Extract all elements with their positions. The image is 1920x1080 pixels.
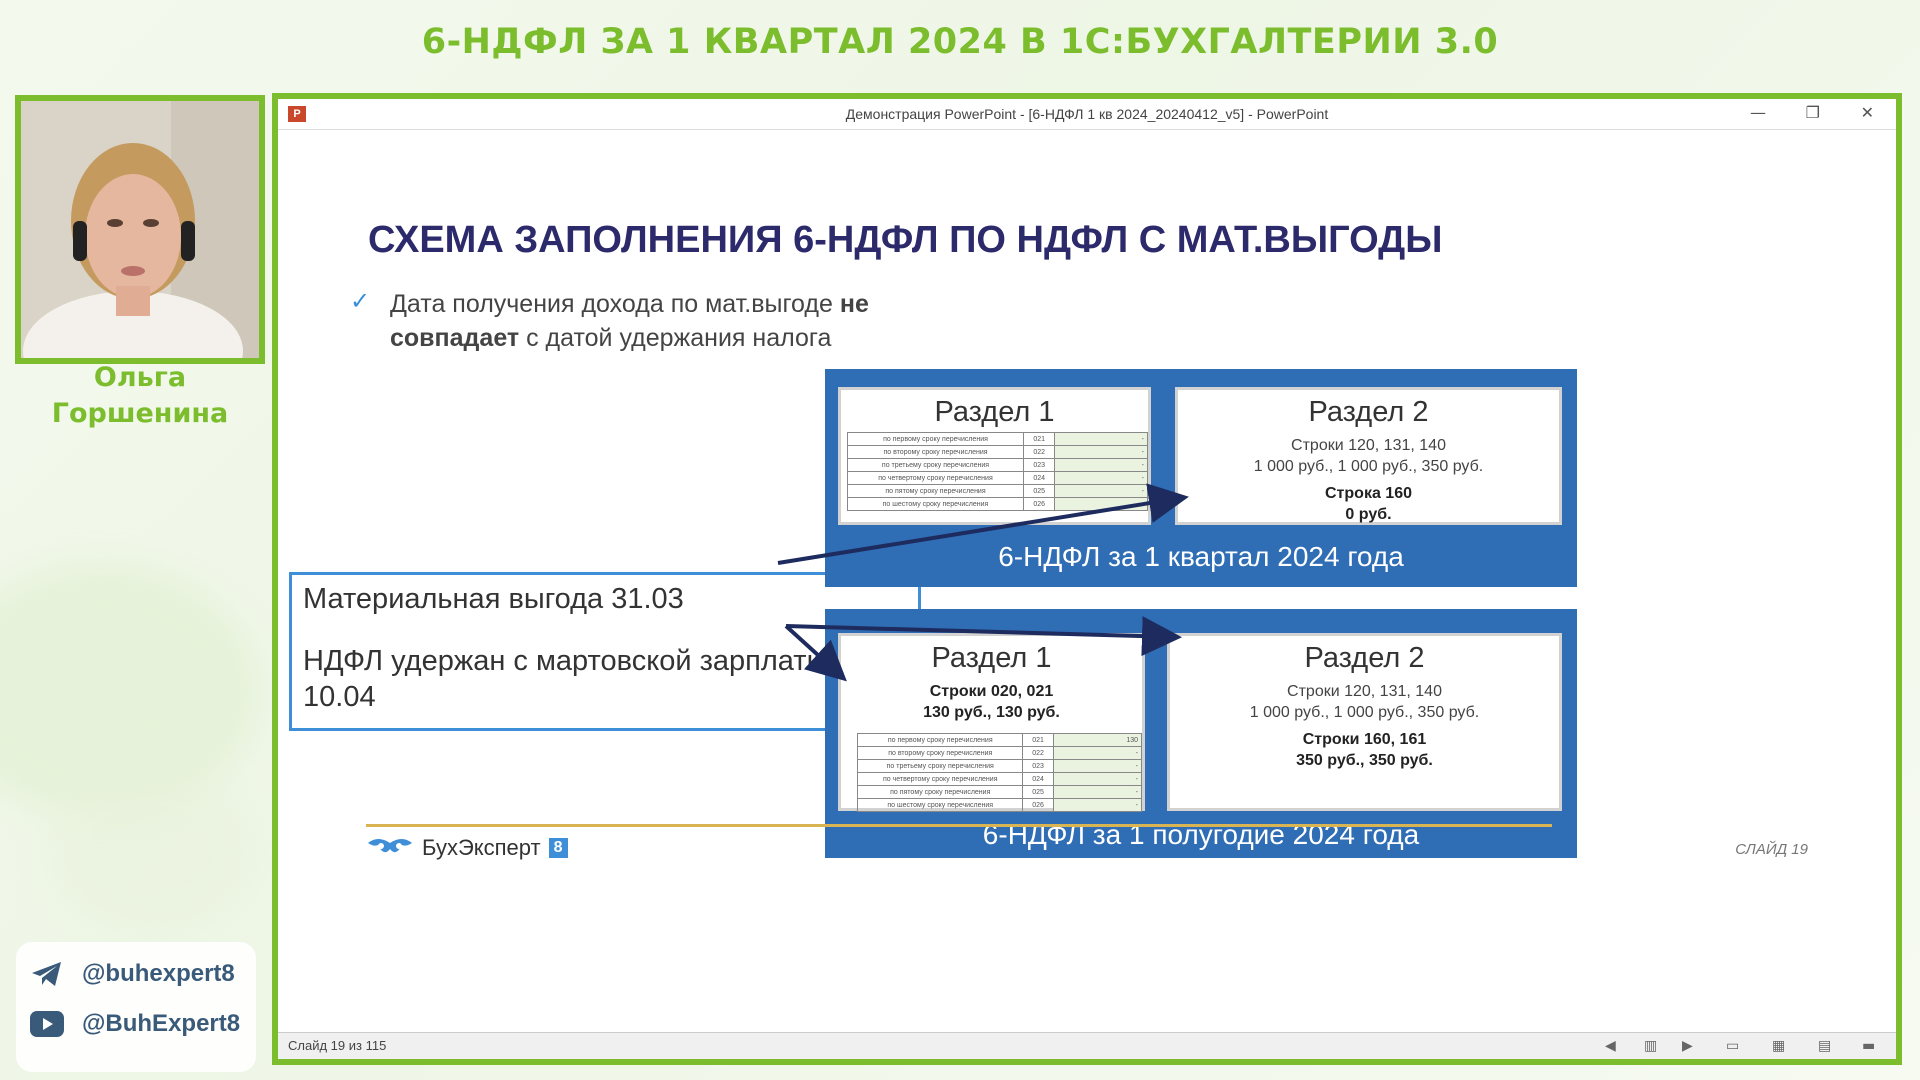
- event-line: Материальная выгода 31.03: [303, 583, 684, 615]
- arrow-to-quarter-section2: [777, 483, 1189, 565]
- slide-canvas: СХЕМА ЗАПОЛНЕНИЯ 6-НДФЛ ПО НДФЛ С МАТ.ВЫ…: [278, 129, 1896, 1039]
- presenter-webcam: [15, 95, 265, 364]
- event-box: Материальная выгода 31.03 НДФЛ удержан с…: [289, 572, 921, 731]
- slide-number: СЛАЙД 19: [1735, 841, 1808, 858]
- brand-name: БухЭксперт: [422, 835, 541, 860]
- footer-divider: [366, 824, 1552, 827]
- slide-menu-icon[interactable]: ▥: [1644, 1038, 1658, 1054]
- normal-view-icon[interactable]: ▭: [1726, 1038, 1740, 1054]
- table-cell: -: [1054, 432, 1148, 446]
- table-cell: -: [1052, 785, 1143, 799]
- presenter-video: [21, 101, 259, 358]
- table-cell: по шестому сроку перечисления: [846, 497, 1025, 511]
- powerpoint-app-icon: P: [288, 106, 306, 122]
- close-icon[interactable]: ✕: [1860, 103, 1874, 122]
- telegram-handle: @buhexpert8: [82, 960, 235, 987]
- section-line-bold: Строка 160: [1325, 485, 1412, 502]
- presenter-name: Ольга Горшенина: [15, 360, 265, 432]
- presenter-last-name: Горшенина: [51, 398, 229, 429]
- section-line-bold: 350 руб., 350 руб.: [1296, 752, 1433, 769]
- social-links: @buhexpert8 @BuhExpert8: [16, 942, 256, 1072]
- slide-title: СХЕМА ЗАПОЛНЕНИЯ 6-НДФЛ ПО НДФЛ С МАТ.ВЫ…: [368, 219, 1443, 261]
- event-line: НДФЛ удержан с мартовской зарплаты 10.04: [303, 645, 828, 713]
- section2-card: Раздел 2 Строки 120, 131, 140 1 000 руб.…: [1175, 387, 1562, 525]
- section-line-bold: 130 руб., 130 руб.: [923, 704, 1060, 721]
- table-cell: 026: [1023, 497, 1056, 511]
- next-slide-icon[interactable]: ▶: [1682, 1038, 1693, 1054]
- report-panel-halfyear: Раздел 1 Строки 020, 021 130 руб., 130 р…: [825, 609, 1577, 858]
- arrow-to-halfyear-section2: [785, 616, 1182, 657]
- brand-number: 8: [548, 838, 568, 858]
- owl-logo-icon: [368, 839, 412, 853]
- section-line-bold: Строки 020, 021: [929, 683, 1054, 700]
- window-title: Демонстрация PowerPoint - [6-НДФЛ 1 кв 2…: [845, 106, 1329, 122]
- panel-caption: 6-НДФЛ за 1 квартал 2024 года: [998, 541, 1404, 572]
- status-bar: Слайд 19 из 115 ◀ ▥ ▶ ▭ ▦ ▤ ▬: [278, 1032, 1896, 1059]
- section-heading: Раздел 1: [931, 642, 1052, 674]
- slideshow-icon[interactable]: ▬: [1862, 1038, 1876, 1054]
- section2-card: Раздел 2 Строки 120, 131, 140 1 000 руб.…: [1167, 633, 1562, 811]
- bullet-point: ✓ Дата получения дохода по мат.выгоде не…: [350, 287, 952, 355]
- bullet-text: Дата получения дохода по мат.выгоде не с…: [390, 287, 952, 355]
- section-line: Строки 120, 131, 140: [1287, 683, 1442, 700]
- powerpoint-window: P Демонстрация PowerPoint - [6-НДФЛ 1 кв…: [272, 93, 1902, 1065]
- youtube-handle: @BuhExpert8: [82, 1010, 241, 1037]
- section-heading: Раздел 1: [934, 396, 1055, 428]
- slide-counter: Слайд 19 из 115: [288, 1038, 387, 1053]
- section1-card: Раздел 1 Строки 020, 021 130 руб., 130 р…: [838, 633, 1145, 812]
- section-heading: Раздел 2: [1304, 642, 1425, 674]
- telegram-link[interactable]: @buhexpert8: [30, 960, 235, 988]
- bullet-text-part: Дата получения дохода по мат.выгоде: [390, 290, 840, 318]
- section-line: 1 000 руб., 1 000 руб., 350 руб.: [1253, 458, 1484, 475]
- section-line: 1 000 руб., 1 000 руб., 350 руб.: [1249, 704, 1480, 721]
- section-heading: Раздел 2: [1308, 396, 1429, 428]
- section-line: Строки 120, 131, 140: [1291, 437, 1446, 454]
- telegram-icon: [32, 962, 61, 986]
- youtube-icon: [30, 1011, 64, 1037]
- arrows-overlay: [777, 483, 1189, 682]
- section-line-bold: Строки 160, 161: [1302, 731, 1427, 748]
- arrow-to-halfyear-section1: [784, 624, 847, 682]
- prev-slide-icon[interactable]: ◀: [1605, 1038, 1616, 1054]
- minimize-icon[interactable]: —: [1750, 103, 1766, 122]
- table-cell: -: [1052, 772, 1143, 786]
- bullet-text-part: с датой удержания налога: [519, 324, 832, 352]
- page-title: 6-НДФЛ ЗА 1 КВАРТАЛ 2024 В 1С:БУХГАЛТЕРИ…: [421, 22, 1499, 62]
- reading-view-icon[interactable]: ▤: [1818, 1038, 1832, 1054]
- bullet-text-bold: не совпадает: [390, 290, 869, 352]
- table-cell: 130: [1052, 733, 1143, 747]
- presenter-first-name: Ольга: [93, 362, 187, 393]
- checkmark-icon: ✓: [350, 288, 371, 315]
- section-line-bold: 0 руб.: [1345, 506, 1392, 523]
- brand-logo: БухЭксперт 8: [366, 835, 568, 861]
- restore-icon[interactable]: ❐: [1805, 103, 1820, 122]
- window-titlebar: P Демонстрация PowerPoint - [6-НДФЛ 1 кв…: [278, 99, 1896, 130]
- table-cell: 021: [1022, 733, 1054, 747]
- slide-sorter-icon[interactable]: ▦: [1772, 1038, 1786, 1054]
- background-decoration: [40, 760, 260, 940]
- table-cell: -: [1052, 798, 1143, 812]
- table-cell: 026: [1022, 798, 1054, 812]
- youtube-link[interactable]: @BuhExpert8: [30, 1010, 240, 1038]
